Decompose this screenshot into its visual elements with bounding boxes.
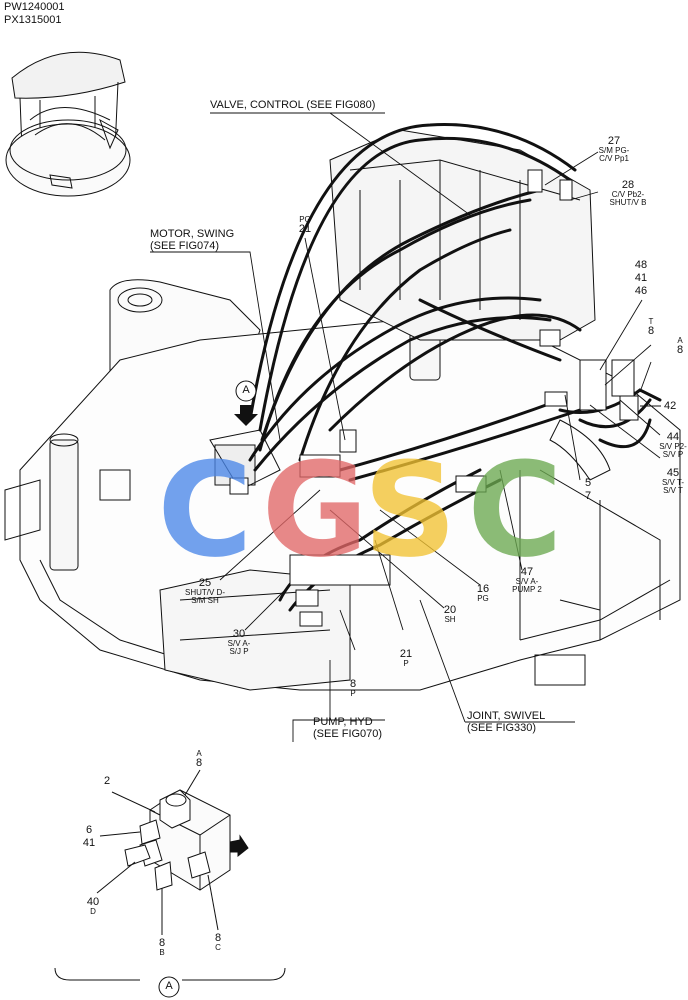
label-41: 41 [634, 272, 648, 284]
detail-marker-a: A [165, 980, 173, 992]
label-16-num: 16 [476, 583, 490, 595]
label-21-pg: PG 21 [294, 216, 316, 235]
detail-label-41: 41 [82, 837, 96, 849]
label-8-t-num: 8 [647, 325, 655, 337]
label-8-p: 8 P [346, 679, 360, 698]
detail-label-8-b: 8 B [155, 938, 169, 957]
detail-label-40: 40 D [84, 897, 102, 916]
watermark-letter: C [467, 434, 562, 586]
hydraulic-hoses [248, 123, 662, 612]
label-8-p-sub1: P [350, 689, 356, 698]
label-28-num: 28 [621, 179, 635, 191]
detail-label-8-b-num: 8 [158, 937, 166, 949]
label-27-sub2: C/V Pp1 [599, 154, 629, 163]
label-7: 7 [584, 490, 592, 502]
label-16: 16 PG [474, 584, 492, 603]
callout-joint-swivel-ref: (SEE FIG330) [467, 722, 537, 734]
callout-motor-swing: MOTOR, SWING [150, 228, 235, 240]
watermark-letter: G [262, 434, 369, 586]
label-21-p-num: 21 [399, 648, 413, 660]
label-30-sub2: S/J P [229, 647, 249, 656]
leader-lines [150, 112, 661, 742]
label-27-num: 27 [607, 135, 621, 147]
label-21-pg-num: 21 [298, 223, 312, 235]
detail-label-8-b-sub1: B [159, 948, 165, 957]
label-8-t: T 8 [644, 318, 658, 337]
watermark-letter: S [363, 434, 457, 586]
label-8-p-num: 8 [349, 678, 357, 690]
part-number-1: PW1240001 [4, 1, 65, 13]
callout-pump-hyd-ref: (SEE FIG070) [313, 728, 383, 740]
label-21-p-sub1: P [403, 659, 409, 668]
callout-pump-hyd: PUMP, HYD [313, 716, 373, 728]
label-16-sub1: PG [477, 594, 489, 603]
label-42: 42 [664, 400, 677, 412]
detail-label-8-c: 8 C [211, 933, 225, 952]
callout-motor-swing-ref: (SEE FIG074) [150, 240, 220, 252]
label-44-sub1: S/V P2- [659, 442, 687, 451]
label-44: 44 S/V P2- S/V P [658, 432, 688, 459]
label-47-sub2: PUMP 2 [512, 585, 542, 594]
watermark-letter: C [157, 434, 252, 586]
label-8-a: A 8 [674, 337, 686, 356]
label-27-sub1: S/M PG- [598, 146, 630, 155]
label-20-num: 20 [443, 604, 457, 616]
label-8-a-num: 8 [676, 344, 684, 356]
label-30: 30 S/V A- S/J P [226, 629, 252, 656]
label-20: 20 SH [440, 605, 460, 624]
label-28-sub1: C/V Pb2- [611, 190, 645, 199]
callout-valve-control: VALVE, CONTROL (SEE FIG080) [210, 99, 376, 111]
detail-label-6: 6 [85, 824, 93, 836]
detail-label-8-c-sub1: C [215, 943, 221, 952]
part-number-2: PX1315001 [4, 14, 62, 26]
label-44-sub2: S/V P [662, 450, 684, 459]
label-21-p: 21 P [397, 649, 415, 668]
label-5: 5 [584, 477, 592, 489]
label-45-sub2: S/V T [663, 486, 683, 495]
detail-a-marker [158, 976, 180, 998]
label-30-sub1: S/V A- [227, 639, 251, 648]
label-47-num: 47 [520, 566, 534, 578]
label-47-sub1: S/V A- [515, 577, 539, 586]
view-marker-a: A [242, 384, 250, 396]
view-a-arrow [234, 380, 258, 426]
label-47: 47 S/V A- PUMP 2 [510, 567, 544, 594]
upper-frame [4, 129, 681, 691]
label-30-num: 30 [232, 628, 246, 640]
detail-label-40-sub1: D [90, 907, 96, 916]
label-28: 28 C/V Pb2- SHUT/V B [605, 180, 651, 207]
label-27: 27 S/M PG- C/V Pp1 [596, 136, 632, 163]
label-25-num: 25 [198, 577, 212, 589]
label-45-sub1: S/V T- [661, 478, 685, 487]
label-48: 48 [634, 259, 648, 271]
label-45-num: 45 [666, 467, 680, 479]
detail-label-8-a-pre: A [196, 749, 202, 758]
callout-joint-swivel: JOINT, SWIVEL [467, 710, 546, 722]
label-25-sub2: S/M SH [191, 596, 219, 605]
label-21-pg-pre: PG [299, 215, 311, 224]
label-25-sub1: SHUT/V D- [185, 588, 225, 597]
label-28-sub2: SHUT/V B [609, 198, 647, 207]
detail-label-2: 2 [103, 775, 111, 787]
detail-label-8-a-num: 8 [195, 757, 203, 769]
label-46: 46 [634, 285, 648, 297]
label-8-a-pre: A [677, 336, 683, 345]
label-44-num: 44 [666, 431, 680, 443]
label-45: 45 S/V T- S/V T [658, 468, 688, 495]
detail-a-block [54, 769, 286, 981]
machine-thumbnail [5, 51, 131, 197]
label-8-t-pre: T [648, 317, 654, 326]
detail-label-8-a: A 8 [192, 750, 206, 769]
detail-label-40-num: 40 [86, 896, 100, 908]
detail-label-8-c-num: 8 [214, 932, 222, 944]
label-25: 25 SHUT/V D- S/M SH [184, 578, 226, 605]
fittings [229, 169, 639, 627]
label-20-sub1: SH [444, 615, 456, 624]
